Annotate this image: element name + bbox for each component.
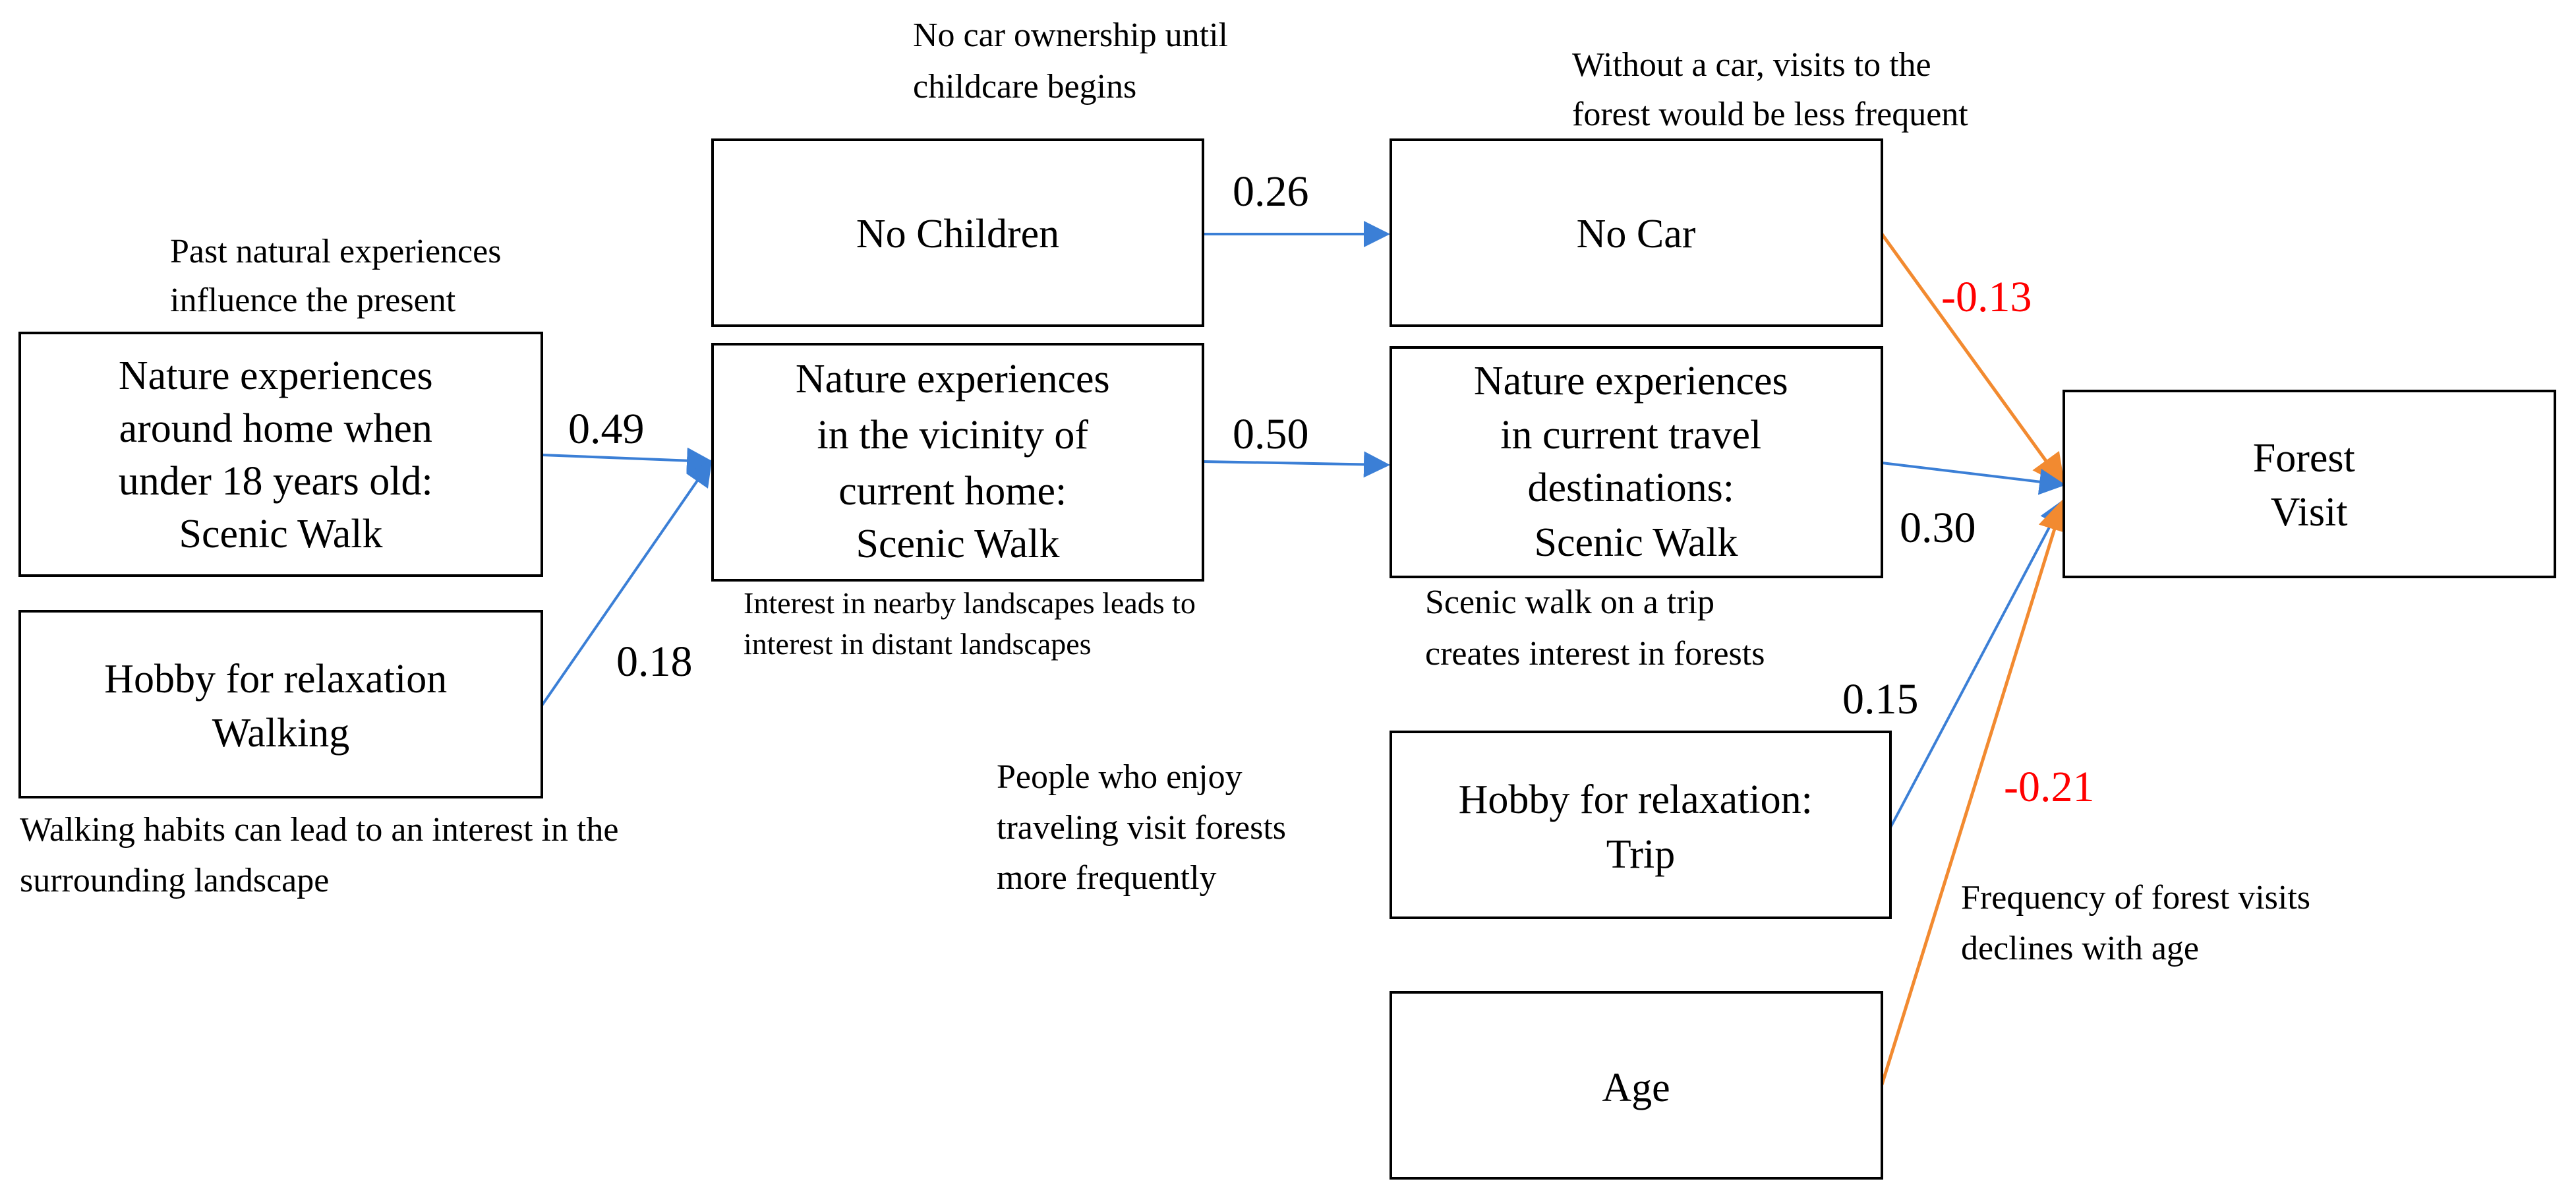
annotation-frequency-declines: Frequency of forest visits declines with… (1961, 879, 2319, 967)
coef-under18-to-home: 0.49 (568, 405, 645, 453)
box-nature-current-home: Nature experiences in the vicinity of cu… (711, 343, 1204, 582)
box-hobby-walking: Hobby for relaxation Walking (18, 610, 543, 798)
box-no-children: No Children (711, 138, 1204, 327)
box-no-car-label: No Car (1577, 212, 1696, 256)
coef-car-to-forest: -0.13 (1941, 273, 2032, 321)
box-nature-under18-label: Nature experiences around home when unde… (119, 353, 443, 556)
annotation-walking-habits: Walking habits can lead to an interest i… (20, 811, 627, 899)
box-nature-travel: Nature experiences in current travel des… (1390, 346, 1883, 578)
box-forest-visit: Forest Visit (2063, 390, 2556, 578)
box-hobby-trip-label: Hobby for relaxation: Trip (1459, 777, 1823, 877)
coef-age-to-forest: -0.21 (2004, 763, 2094, 811)
box-no-car: No Car (1390, 138, 1883, 327)
annotation-scenic-trip: Scenic walk on a trip creates interest i… (1425, 584, 1765, 673)
coef-children-to-car: 0.26 (1233, 167, 1309, 216)
box-hobby-trip: Hobby for relaxation: Trip (1390, 731, 1892, 919)
edge-under18-to-home (541, 447, 713, 474)
box-forest-visit-label: Forest Visit (2253, 436, 2366, 535)
coefficients: 0.49 0.18 0.26 0.50 -0.13 0.30 0.15 -0.2… (568, 167, 2094, 811)
coef-trip-to-forest: 0.15 (1842, 675, 1919, 723)
annotation-no-car-ownership: No car ownership until childcare begins (913, 16, 1237, 105)
edge-trip-to-forest (1889, 498, 2064, 828)
box-nature-under18: Nature experiences around home when unde… (18, 332, 543, 577)
box-hobby-walking-label: Hobby for relaxation Walking (104, 657, 457, 756)
edge-car-to-forest (1880, 233, 2065, 488)
edge-age-to-forest (1880, 498, 2070, 1085)
coef-travel-to-forest: 0.30 (1900, 504, 1976, 552)
box-nature-travel-label: Nature experiences in current travel des… (1474, 359, 1798, 565)
box-age-label: Age (1602, 1066, 1670, 1110)
box-age: Age (1390, 991, 1883, 1180)
annotations: Past natural experiences influence the p… (20, 16, 2319, 967)
edge-walking-to-home (541, 459, 713, 707)
annotation-people-enjoy: People who enjoy traveling visit forests… (997, 758, 1295, 897)
box-nature-current-home-label: Nature experiences in the vicinity of cu… (796, 357, 1120, 566)
annotation-past-natural: Past natural experiences influence the p… (170, 233, 510, 319)
coef-walking-to-home: 0.18 (616, 638, 693, 686)
annotation-interest-nearby: Interest in nearby landscapes leads to i… (744, 586, 1203, 661)
edge-home-to-travel (1202, 451, 1390, 478)
edges (541, 221, 2070, 1085)
edge-travel-to-forest (1881, 462, 2066, 495)
coef-home-to-travel: 0.50 (1233, 410, 1309, 458)
box-no-children-label: No Children (856, 212, 1059, 256)
annotation-without-car: Without a car, visits to the forest woul… (1572, 46, 1968, 133)
